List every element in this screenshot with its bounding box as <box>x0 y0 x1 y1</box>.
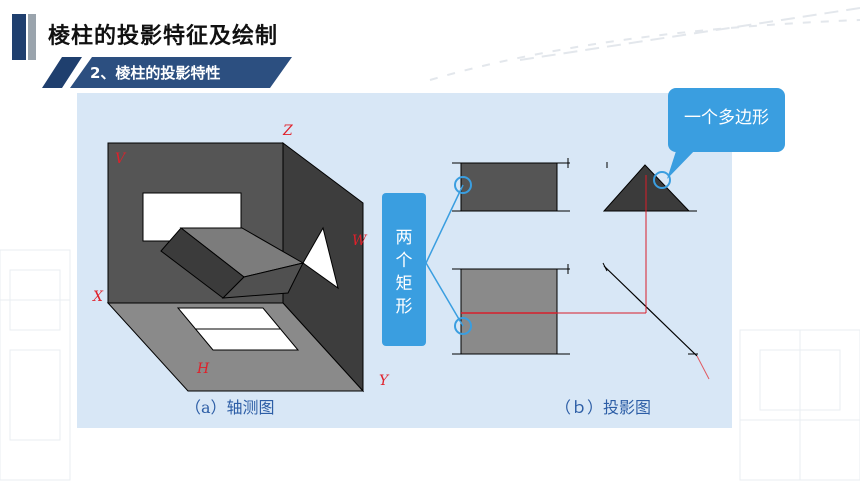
title-accent-bar <box>12 14 26 60</box>
callout-two-rectangles: 两 个 矩 形 <box>382 193 426 346</box>
prism-side-face <box>221 262 304 299</box>
page-title: 棱柱的投影特征及绘制 <box>48 24 279 49</box>
label-z: Z <box>282 123 293 139</box>
subtitle-banner <box>42 57 292 88</box>
caption-projection: （ｂ）投影图 <box>555 398 652 417</box>
highlight-circle-top <box>454 317 472 335</box>
label-x: X <box>92 289 104 305</box>
construction-diagonal <box>603 265 698 357</box>
callout-char-3: 矩 <box>395 274 413 294</box>
callout-one-polygon: 一个多边形 <box>668 88 785 152</box>
label-h: H <box>196 361 210 377</box>
w-projection-window <box>302 226 339 290</box>
label-v: V <box>115 151 127 167</box>
label-w: W <box>352 233 368 249</box>
caption-axonometric: （a）轴测图 <box>185 398 275 417</box>
callout-char-1: 两 <box>395 228 413 248</box>
highlight-circle-side <box>653 171 671 189</box>
section-subtitle: 2、棱柱的投影特性 <box>90 64 221 82</box>
subtitle-background <box>70 57 292 88</box>
title-accent-bar-secondary <box>28 14 36 60</box>
front-view-rect <box>460 162 558 212</box>
callout-char-2: 个 <box>395 251 413 271</box>
label-y: Y <box>379 373 390 389</box>
top-view-rect <box>460 268 558 355</box>
callout-char-4: 形 <box>395 297 413 317</box>
highlight-circle-front <box>454 176 472 194</box>
figure-drawing: Z V W X H Y <box>92 123 710 393</box>
